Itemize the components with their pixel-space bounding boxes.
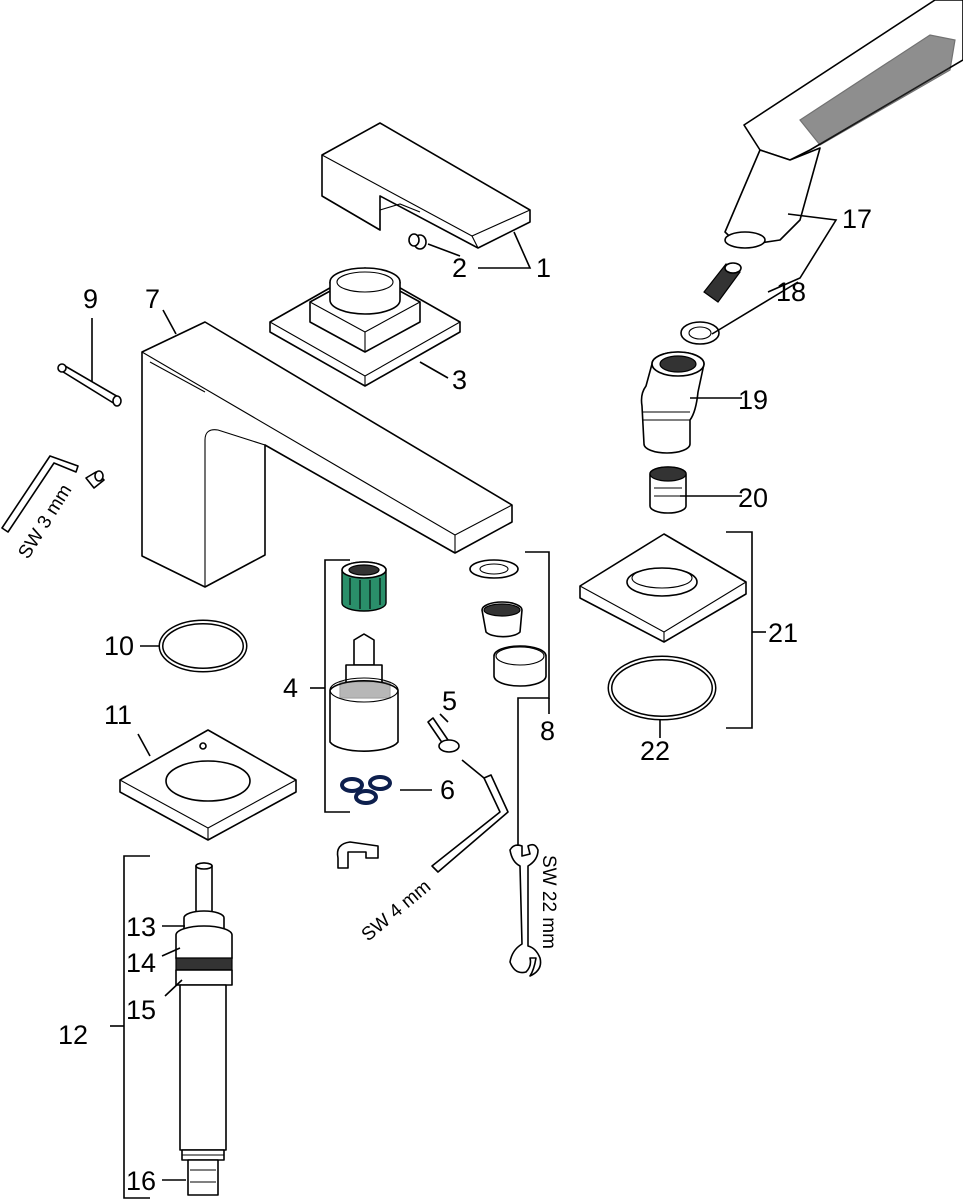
- label-part-14: 14: [126, 948, 156, 978]
- hex-key-3mm-icon: [1, 455, 79, 533]
- label-part-8: 8: [540, 716, 555, 746]
- label-part-7: 7: [145, 284, 160, 314]
- label-hex-key-3mm: SW 3 mm: [14, 481, 76, 563]
- washer: [680, 321, 720, 345]
- handle-lever: [321, 122, 531, 249]
- label-part-22: 22: [640, 736, 670, 766]
- diverter-extension: [175, 862, 233, 1196]
- label-part-13: 13: [126, 912, 156, 942]
- handle-rosette: [269, 267, 461, 387]
- aerator-set: [469, 559, 547, 687]
- label-part-19: 19: [738, 385, 768, 415]
- label-part-21: 21: [768, 618, 798, 648]
- o-ring-large: [158, 619, 248, 673]
- hex-key-4mm-icon: [431, 774, 509, 873]
- hand-shower: [724, 0, 963, 249]
- spout-body: [141, 321, 513, 588]
- label-part-5: 5: [442, 686, 457, 716]
- label-part-4: 4: [283, 673, 298, 703]
- screw: [427, 717, 460, 753]
- label-part-15: 15: [126, 995, 156, 1025]
- set-screw: [85, 470, 105, 489]
- label-part-2: 2: [452, 253, 467, 283]
- leader-lines: [91, 213, 838, 1199]
- shower-rosette: [579, 533, 747, 643]
- label-part-1: 1: [536, 253, 551, 283]
- label-part-3: 3: [452, 365, 467, 395]
- check-valve: [703, 262, 742, 303]
- o-ring-shower: [607, 655, 717, 721]
- label-wrench-22mm: SW 22 mm: [538, 855, 559, 949]
- label-part-17: 17: [842, 204, 872, 234]
- label-part-6: 6: [440, 775, 455, 805]
- wrench-22mm-icon: [509, 843, 542, 977]
- base-plate: [119, 729, 297, 841]
- label-part-10: 10: [104, 631, 134, 661]
- label-part-18: 18: [776, 277, 806, 307]
- adapter: [649, 466, 687, 514]
- label-part-11: 11: [104, 700, 132, 730]
- label-part-20: 20: [738, 483, 768, 513]
- pin: [57, 363, 122, 407]
- label-part-16: 16: [126, 1166, 156, 1196]
- cartridge: [329, 561, 399, 752]
- grub-screw: [408, 233, 427, 250]
- cartridge-seals: [340, 775, 392, 805]
- swivel-joint: [640, 351, 705, 454]
- label-part-12: 12: [58, 1020, 88, 1050]
- clip: [336, 841, 379, 869]
- label-hex-key-4mm: SW 4 mm: [358, 876, 435, 946]
- label-part-9: 9: [83, 284, 98, 314]
